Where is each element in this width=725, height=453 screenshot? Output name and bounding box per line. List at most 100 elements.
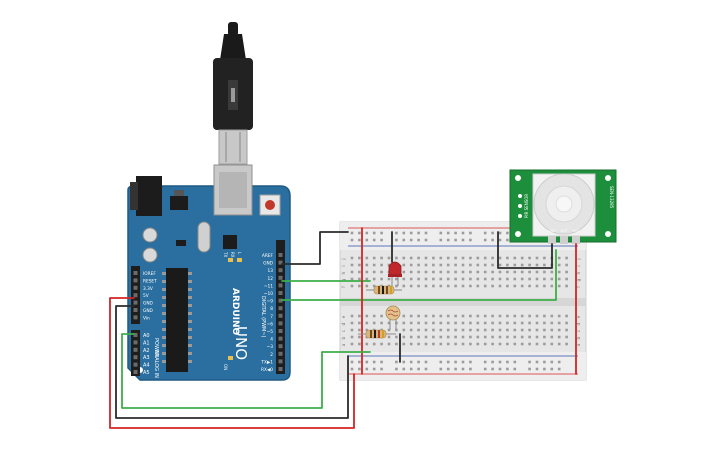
breadboard-hole[interactable] (506, 335, 509, 339)
breadboard-hole[interactable] (409, 335, 413, 339)
analog-pin[interactable] (133, 355, 138, 360)
breadboard-hole[interactable] (550, 270, 554, 274)
rail-hole[interactable] (498, 231, 502, 235)
rail-hole[interactable] (469, 360, 472, 364)
breadboard-hole[interactable] (469, 270, 472, 274)
breadboard-hole[interactable] (387, 277, 391, 281)
power-pin[interactable] (133, 271, 138, 275)
breadboard-hole[interactable] (395, 277, 398, 281)
breadboard-hole[interactable] (550, 284, 554, 288)
breadboard-hole[interactable] (372, 277, 376, 281)
breadboard-hole[interactable] (543, 277, 546, 281)
rail-hole[interactable] (483, 360, 487, 364)
rail-hole[interactable] (446, 360, 450, 364)
digital-pin[interactable] (278, 344, 283, 349)
breadboard-hole[interactable] (454, 277, 457, 281)
breadboard-hole[interactable] (513, 284, 517, 288)
breadboard-hole[interactable] (513, 321, 517, 325)
breadboard-hole[interactable] (365, 342, 369, 346)
breadboard-hole[interactable] (528, 321, 531, 325)
breadboard-hole[interactable] (506, 314, 509, 318)
breadboard-hole[interactable] (358, 321, 361, 325)
breadboard-hole[interactable] (417, 277, 420, 281)
rail-hole[interactable] (543, 367, 546, 371)
breadboard-hole[interactable] (358, 284, 361, 288)
power-pin[interactable] (133, 300, 138, 305)
breadboard-hole[interactable] (402, 256, 406, 260)
breadboard-hole[interactable] (409, 328, 413, 332)
power-pin[interactable] (133, 315, 138, 320)
breadboard-hole[interactable] (365, 284, 369, 288)
usb-cable[interactable] (213, 22, 253, 165)
breadboard-hole[interactable] (424, 270, 428, 274)
breadboard-hole[interactable] (543, 342, 546, 346)
breadboard-hole[interactable] (446, 335, 450, 339)
rail-hole[interactable] (535, 360, 539, 364)
rail-hole[interactable] (528, 360, 531, 364)
breadboard-hole[interactable] (528, 335, 531, 339)
breadboard-hole[interactable] (513, 270, 517, 274)
breadboard-hole[interactable] (469, 263, 472, 267)
breadboard-hole[interactable] (439, 277, 443, 281)
red-led[interactable] (388, 261, 402, 286)
breadboard-hole[interactable] (358, 342, 361, 346)
breadboard-hole[interactable] (550, 277, 554, 281)
breadboard-hole[interactable] (483, 342, 487, 346)
breadboard-hole[interactable] (424, 321, 428, 325)
breadboard-hole[interactable] (483, 328, 487, 332)
breadboard-hole[interactable] (358, 277, 361, 281)
ldr-resistor[interactable] (358, 329, 396, 339)
rail-hole[interactable] (469, 367, 472, 371)
breadboard-hole[interactable] (350, 277, 354, 281)
breadboard-hole[interactable] (446, 256, 450, 260)
breadboard-hole[interactable] (417, 321, 420, 325)
breadboard-hole[interactable] (358, 314, 361, 318)
rail-hole[interactable] (446, 238, 450, 242)
breadboard-hole[interactable] (520, 335, 524, 339)
breadboard-hole[interactable] (491, 256, 494, 260)
breadboard-hole[interactable] (498, 314, 502, 318)
breadboard-hole[interactable] (424, 284, 428, 288)
digital-pin[interactable] (278, 298, 283, 303)
breadboard-hole[interactable] (380, 277, 383, 281)
breadboard-hole[interactable] (350, 263, 354, 267)
breadboard-hole[interactable] (506, 284, 509, 288)
breadboard-hole[interactable] (565, 335, 568, 339)
breadboard-hole[interactable] (476, 256, 480, 260)
breadboard-hole[interactable] (513, 335, 517, 339)
breadboard-hole[interactable] (432, 263, 435, 267)
breadboard-hole[interactable] (424, 314, 428, 318)
breadboard-hole[interactable] (409, 321, 413, 325)
breadboard-hole[interactable] (476, 321, 480, 325)
breadboard-hole[interactable] (498, 277, 502, 281)
digital-pin[interactable] (278, 253, 283, 257)
rail-hole[interactable] (498, 367, 502, 371)
power-pin[interactable] (133, 293, 138, 298)
breadboard-hole[interactable] (557, 321, 561, 325)
breadboard-hole[interactable] (565, 263, 568, 267)
breadboard-hole[interactable] (380, 270, 383, 274)
rail-hole[interactable] (350, 360, 354, 364)
breadboard-hole[interactable] (483, 284, 487, 288)
breadboard-hole[interactable] (535, 321, 539, 325)
breadboard-hole[interactable] (520, 342, 524, 346)
breadboard-hole[interactable] (498, 335, 502, 339)
breadboard-hole[interactable] (506, 256, 509, 260)
wire-5v[interactable] (109, 297, 355, 429)
breadboard-hole[interactable] (424, 256, 428, 260)
analog-pin[interactable] (133, 370, 138, 374)
breadboard-hole[interactable] (557, 284, 561, 288)
breadboard-hole[interactable] (402, 335, 406, 339)
breadboard-hole[interactable] (454, 342, 457, 346)
breadboard-hole[interactable] (387, 256, 391, 260)
breadboard-hole[interactable] (550, 321, 554, 325)
breadboard-hole[interactable] (565, 328, 568, 332)
rail-hole[interactable] (506, 360, 509, 364)
rail-hole[interactable] (350, 238, 354, 242)
breadboard-hole[interactable] (432, 328, 435, 332)
breadboard-hole[interactable] (365, 277, 369, 281)
wire-gnd-loop[interactable] (115, 305, 349, 419)
breadboard-hole[interactable] (417, 342, 420, 346)
breadboard-hole[interactable] (439, 263, 443, 267)
breadboard-hole[interactable] (543, 335, 546, 339)
